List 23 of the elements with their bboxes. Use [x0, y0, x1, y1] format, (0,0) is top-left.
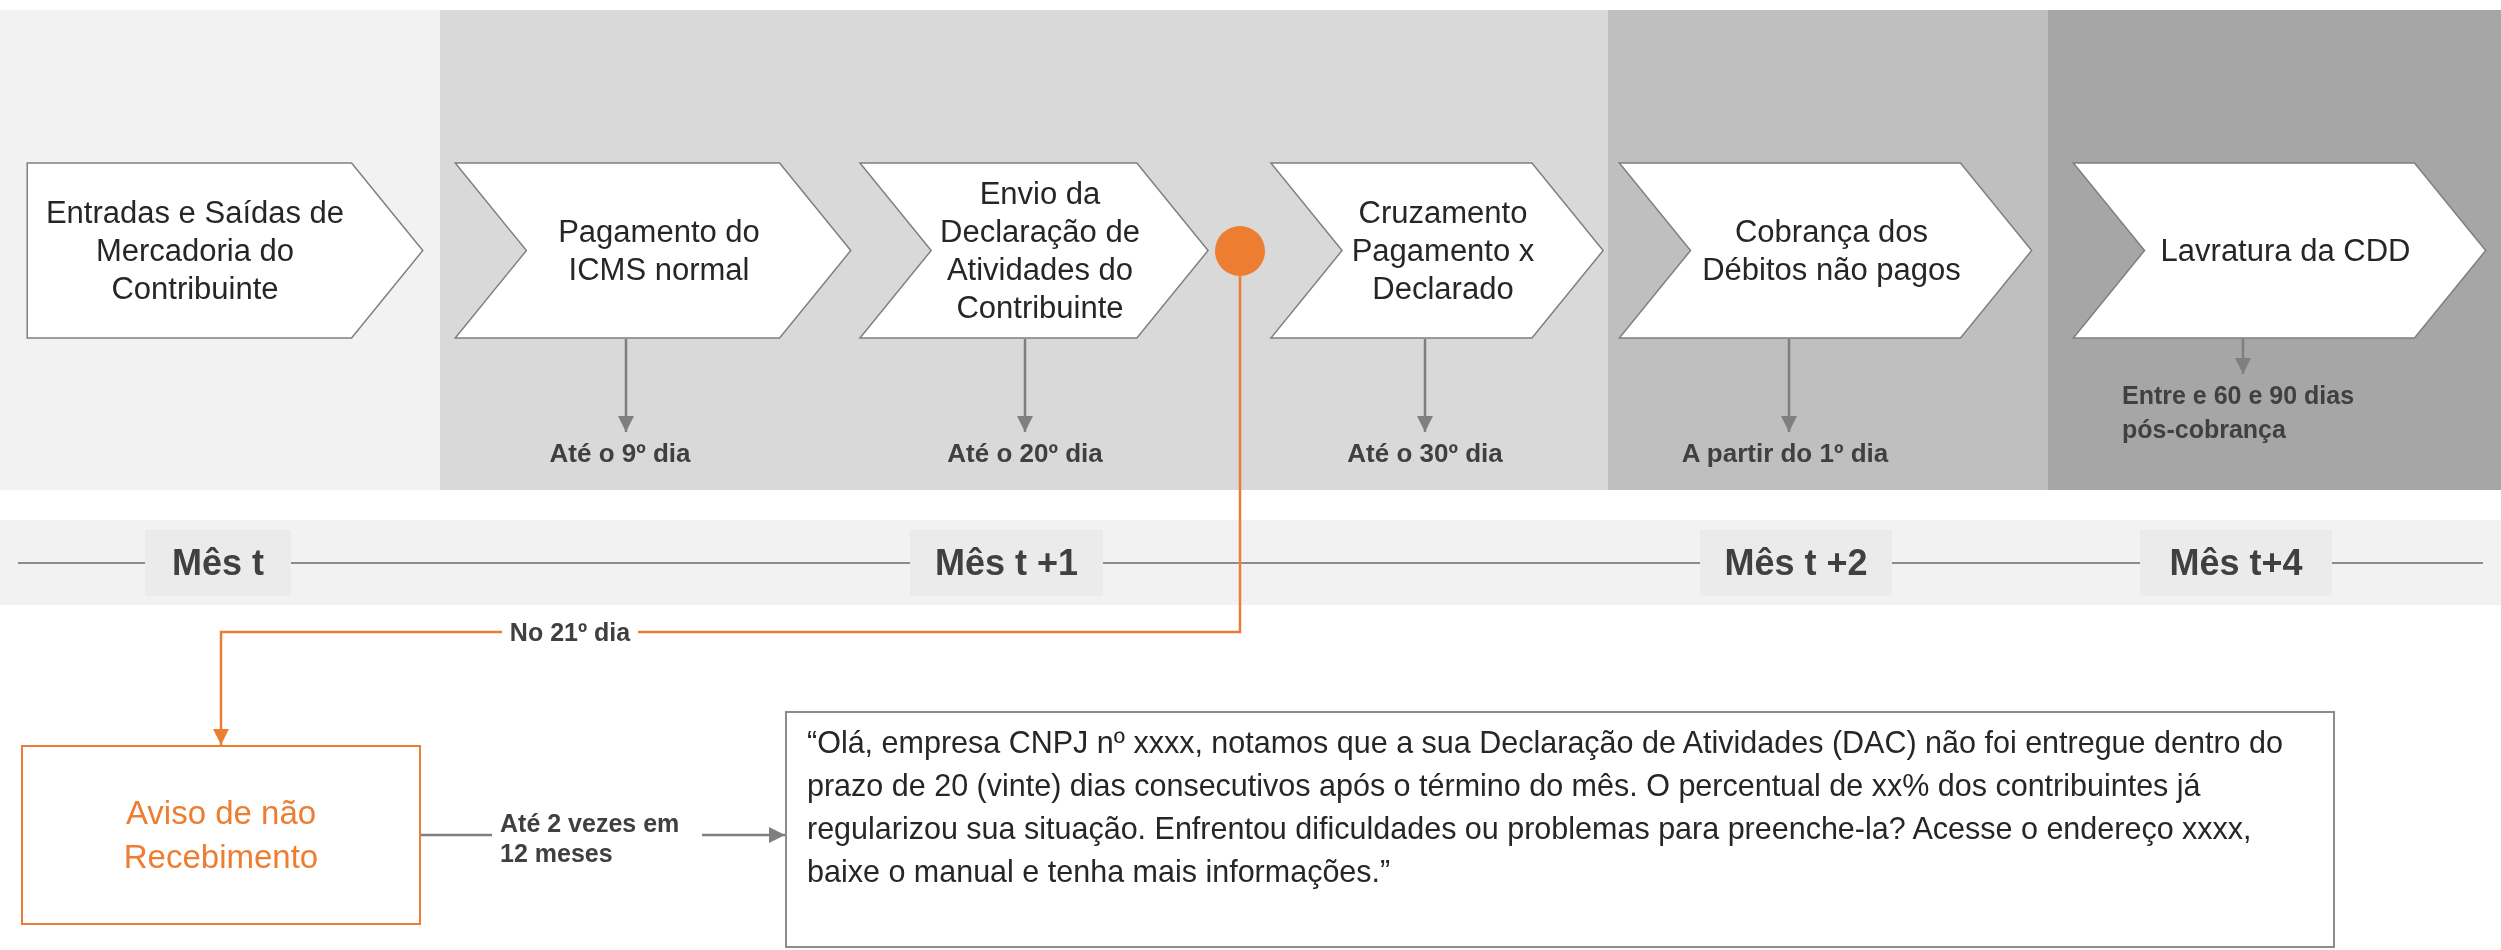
month-label: Mês t +2	[1700, 530, 1892, 596]
arrow	[1017, 339, 1033, 432]
deadline-text: Entre e 60 e 90 dias pós-cobrança	[2122, 378, 2362, 446]
deadline-text: Até o 9º dia	[510, 436, 730, 470]
deadline-text: Até o 30º dia	[1315, 436, 1535, 470]
deadline-text: Até o 20º dia	[915, 436, 1135, 470]
month-label: Mês t	[145, 530, 291, 596]
chevron-step: Entradas e Saídas de Mercadoria do Contribuinte	[25, 162, 425, 339]
arrow	[618, 339, 634, 432]
chevron-step: Envio da Declaração de Atividades do Contribuinte	[858, 162, 1210, 339]
chevron-step: Pagamento do ICMS normal	[453, 162, 853, 339]
message-box: “Olá, empresa CNPJ nº xxxx, notamos que a sua Declaração de Atividades (DAC) não foi entregue dentro do prazo de 20 (vinte) dias consecutivos após o término do mês. O percentual de xx% dos contribuintes já regularizou sua situação. Enfrentou dificuldades ou problemas para preenche-la? Acesse o endereço xxxx, baixe o manual e tenha mais informações.”	[785, 711, 2335, 948]
chevron-step: Cruzamento Pagamento x Declarado	[1269, 162, 1605, 339]
arrow	[2235, 339, 2251, 374]
notice-box: Aviso de não Recebimento	[21, 745, 421, 925]
arrow	[1781, 339, 1797, 432]
month-label: Mês t+4	[2140, 530, 2332, 596]
month-label: Mês t +1	[910, 530, 1103, 596]
arrow	[1417, 339, 1433, 432]
chevron-step: Lavratura da CDD	[2071, 162, 2488, 339]
deadline-text: A partir do 1º dia	[1660, 436, 1910, 470]
arrow	[213, 276, 1242, 745]
chevron-step: Cobrança dos Débitos não pagos	[1617, 162, 2034, 339]
